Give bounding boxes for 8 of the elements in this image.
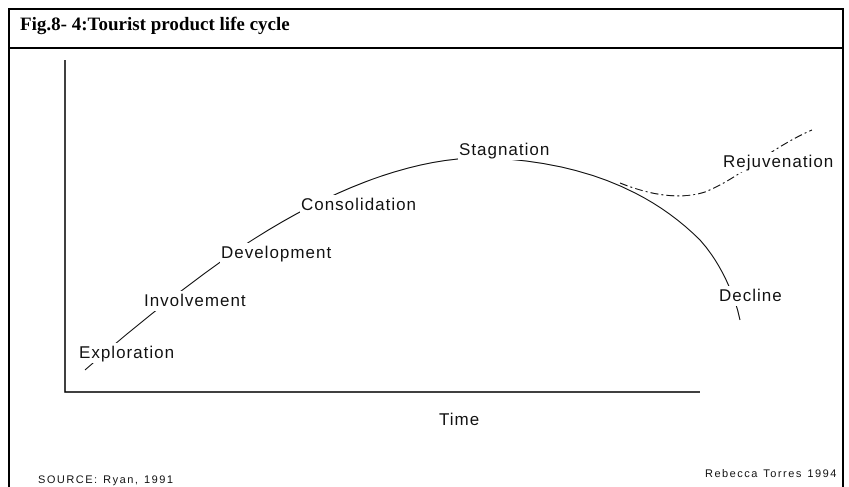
source-note: SOURCE: Ryan, 1991: [37, 474, 176, 487]
figure-title: Fig.8- 4:Tourist product life cycle: [20, 14, 290, 36]
credit-note: Rebecca Torres 1994: [704, 468, 839, 481]
stage-label: Development: [220, 243, 334, 263]
stage-label: Decline: [718, 286, 784, 306]
stage-label: Involvement: [143, 291, 248, 311]
stage-label: Stagnation: [458, 140, 552, 160]
stage-label: Rejuvenation: [722, 152, 836, 172]
